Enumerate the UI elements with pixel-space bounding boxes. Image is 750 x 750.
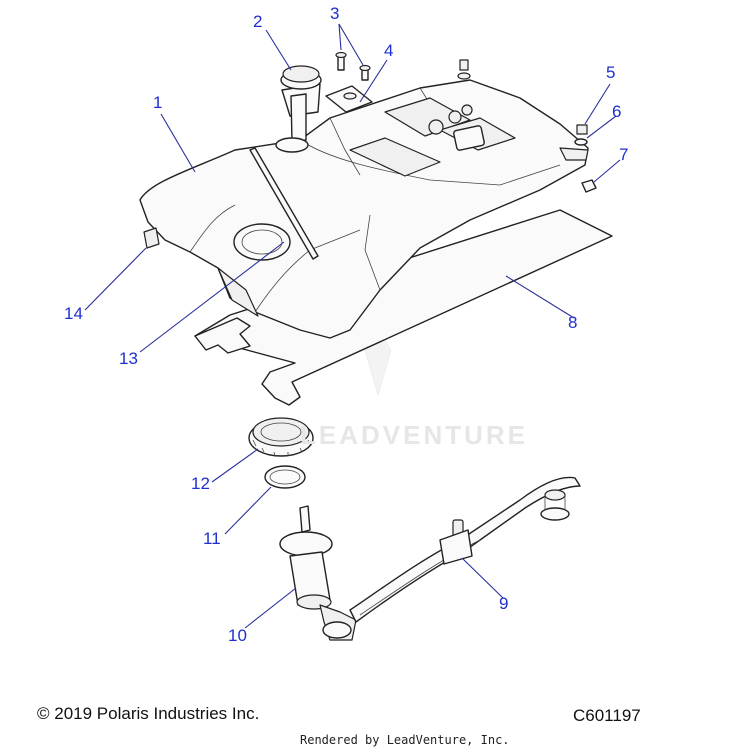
figure-code: C601197 — [573, 706, 641, 725]
callout-9: 9 — [499, 594, 509, 613]
callout-8: 8 — [568, 313, 578, 332]
part-2-fuel-cap — [275, 65, 322, 153]
part-5-nut — [576, 124, 588, 135]
part-7-clip — [581, 179, 597, 193]
callout-11: 11 — [203, 529, 221, 548]
part-9-fuel-lines — [349, 476, 581, 623]
leader-lines — [84, 23, 621, 629]
part-14-pad — [143, 227, 160, 249]
callout-6: 6 — [612, 102, 622, 121]
part-11-gasket — [264, 465, 306, 489]
callout-7: 7 — [619, 145, 629, 164]
watermark-text: LEADVENTURE — [300, 420, 529, 450]
part-1-fuel-tank — [139, 79, 589, 339]
part-4-bracket — [325, 85, 373, 113]
part-6-washer — [574, 138, 588, 146]
part-8-tank-pad — [194, 209, 613, 406]
callout-3: 3 — [330, 4, 340, 23]
part-10-fuel-pump — [279, 505, 357, 641]
copyright-notice: © 2019 Polaris Industries Inc. — [37, 704, 260, 723]
rendered-by-credit: Rendered by LeadVenture, Inc. — [300, 733, 510, 747]
part-13-vent-hose — [249, 147, 319, 260]
callout-1: 1 — [153, 93, 163, 112]
callout-12: 12 — [191, 474, 210, 493]
callout-2: 2 — [253, 12, 263, 31]
callout-4: 4 — [384, 41, 394, 60]
callout-5: 5 — [606, 63, 616, 82]
tank-mount-nuts — [457, 59, 471, 80]
part-3-screws — [335, 51, 371, 81]
callout-10: 10 — [228, 626, 247, 645]
part-12-lock-ring — [248, 417, 314, 457]
callout-14: 14 — [64, 304, 83, 323]
callout-13: 13 — [119, 349, 138, 368]
